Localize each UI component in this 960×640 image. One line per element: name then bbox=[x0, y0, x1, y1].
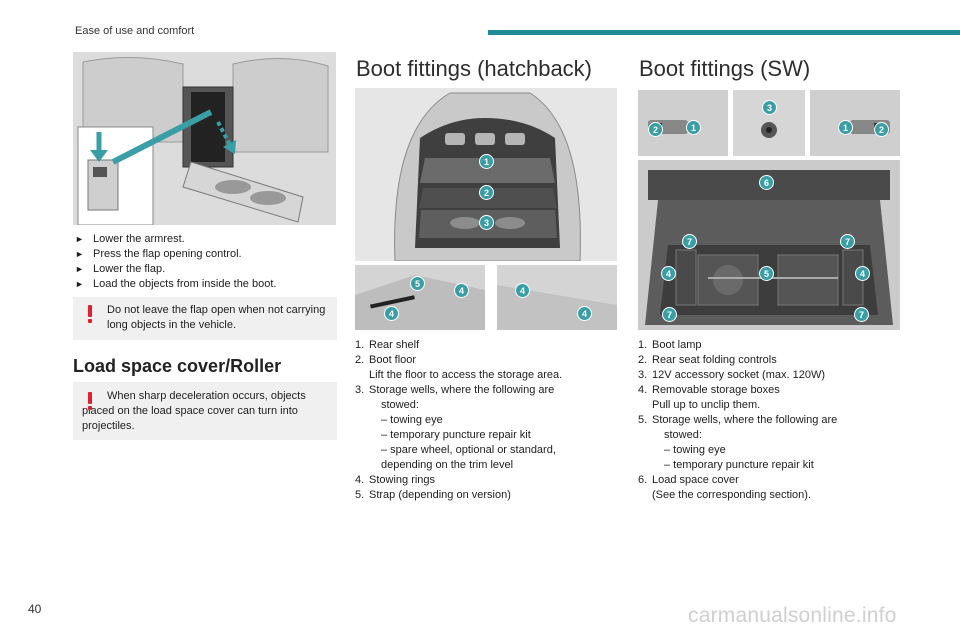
warning-box: Do not leave the flap open when not carr… bbox=[73, 297, 337, 340]
callout-marker: 1 bbox=[838, 120, 853, 135]
callout-marker: 3 bbox=[762, 100, 777, 115]
play-arrow-icon: ► bbox=[75, 234, 84, 244]
list-item: 5.Storage wells, where the following are… bbox=[638, 413, 903, 473]
list-item: 2.Rear seat folding controls bbox=[638, 354, 777, 366]
section-heading: Boot fittings (hatchback) bbox=[356, 56, 593, 81]
callout-marker: 4 bbox=[855, 266, 870, 281]
hatchback-right-detail: 4 4 bbox=[497, 265, 617, 330]
callout-marker: 2 bbox=[874, 122, 889, 137]
item-detail: Pull up to unclip them. bbox=[652, 399, 761, 411]
callout-marker: 4 bbox=[454, 283, 469, 298]
callout-marker: 5 bbox=[759, 266, 774, 281]
watermark-text: carmanualsonline.info bbox=[688, 604, 897, 627]
list-item: 3.12V accessory socket (max. 120W) bbox=[638, 369, 826, 381]
sw-boot-drawing bbox=[638, 160, 900, 330]
play-arrow-icon: ► bbox=[75, 249, 84, 259]
list-item: 1.Boot lamp bbox=[638, 339, 702, 351]
item-detail: depending on the trim level bbox=[381, 459, 514, 471]
armrest-steps: ►Lower the armrest. ►Press the flap open… bbox=[73, 232, 338, 292]
header-accent-bar bbox=[488, 30, 960, 35]
dash-item: – temporary puncture repair kit bbox=[664, 459, 814, 471]
page-number: 40 bbox=[28, 602, 42, 616]
play-arrow-icon: ► bbox=[75, 264, 84, 274]
sw-center-detail: 3 bbox=[733, 90, 805, 156]
dash-item: – spare wheel, optional or standard, bbox=[381, 444, 556, 456]
armrest-drawing bbox=[73, 52, 336, 225]
armrest-illustration bbox=[73, 52, 336, 225]
step-item: ►Lower the armrest. bbox=[75, 233, 185, 245]
list-item: 2.Boot floor Lift the floor to access th… bbox=[355, 353, 620, 383]
callout-marker: 7 bbox=[662, 307, 677, 322]
step-item: ►Load the objects from inside the boot. bbox=[75, 278, 277, 290]
play-arrow-icon: ► bbox=[75, 279, 84, 289]
section-heading: Boot fittings (SW) bbox=[639, 56, 811, 81]
sw-left-detail: 2 1 bbox=[638, 90, 728, 156]
callout-marker: 2 bbox=[648, 122, 663, 137]
callout-marker: 6 bbox=[759, 175, 774, 190]
section-title: Ease of use and comfort bbox=[75, 25, 195, 37]
callout-marker: 1 bbox=[479, 154, 494, 169]
sw-item-list: 1.Boot lamp 2.Rear seat folding controls… bbox=[638, 338, 903, 503]
callout-marker: 3 bbox=[479, 215, 494, 230]
sw-right-detail: 1 2 bbox=[810, 90, 900, 156]
hatchback-boot-illustration: 1 2 3 bbox=[355, 88, 617, 261]
callout-marker: 1 bbox=[686, 120, 701, 135]
dash-item: – temporary puncture repair kit bbox=[381, 429, 531, 441]
list-item: 4.Removable storage boxes Pull up to unc… bbox=[638, 383, 903, 413]
warning-text: Do not leave the flap open when not carr… bbox=[107, 304, 326, 331]
callout-marker: 4 bbox=[384, 306, 399, 321]
list-item: 3.Storage wells, where the following are… bbox=[355, 383, 620, 473]
callout-marker: 7 bbox=[840, 234, 855, 249]
section-heading: Load space cover/Roller bbox=[73, 356, 282, 376]
hatchback-item-list: 1.Rear shelf 2.Boot floor Lift the floor… bbox=[355, 338, 620, 503]
item-detail: stowed: bbox=[381, 399, 419, 411]
callout-marker: 7 bbox=[682, 234, 697, 249]
callout-marker: 2 bbox=[479, 185, 494, 200]
item-detail: Lift the floor to access the storage are… bbox=[369, 369, 563, 381]
step-item: ►Press the flap opening control. bbox=[75, 248, 242, 260]
callout-marker: 7 bbox=[854, 307, 869, 322]
left-detail-drawing bbox=[355, 265, 485, 330]
callout-marker: 4 bbox=[515, 283, 530, 298]
warning-box: When sharp deceleration occurs, objects … bbox=[73, 382, 337, 440]
item-detail: (See the corresponding section). bbox=[652, 489, 811, 501]
right-detail-drawing bbox=[497, 265, 617, 330]
sw-boot-illustration: 6 7 7 4 5 4 7 7 bbox=[638, 160, 900, 330]
dash-item: – towing eye bbox=[664, 444, 726, 456]
warning-icon bbox=[87, 392, 93, 410]
list-item: 5.Strap (depending on version) bbox=[355, 489, 511, 501]
hatchback-boot-drawing bbox=[355, 88, 617, 261]
dash-item: – towing eye bbox=[381, 414, 443, 426]
callout-marker: 5 bbox=[410, 276, 425, 291]
item-detail: stowed: bbox=[664, 429, 702, 441]
list-item: 6.Load space cover (See the correspondin… bbox=[638, 473, 903, 503]
warning-icon bbox=[87, 305, 93, 323]
list-item: 1.Rear shelf bbox=[355, 339, 420, 351]
callout-marker: 4 bbox=[661, 266, 676, 281]
list-item: 4.Stowing rings bbox=[355, 474, 436, 486]
hatchback-left-detail: 5 4 4 bbox=[355, 265, 485, 330]
step-item: ►Lower the flap. bbox=[75, 263, 166, 275]
callout-marker: 4 bbox=[577, 306, 592, 321]
warning-text: When sharp deceleration occurs, objects … bbox=[82, 390, 306, 432]
